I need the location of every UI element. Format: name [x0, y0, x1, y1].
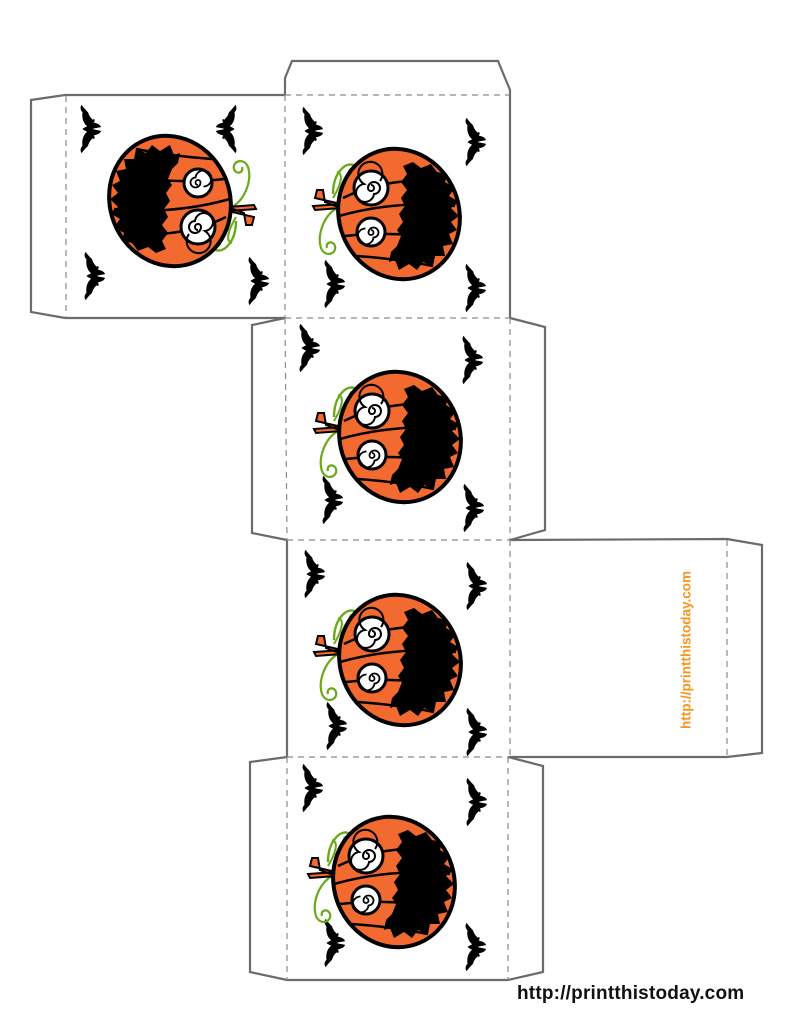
fold-lines [65, 94, 728, 980]
face-front [299, 323, 485, 533]
bat-icon [248, 256, 270, 306]
bat-icon [466, 561, 488, 611]
face-back [302, 763, 488, 972]
bat-icon [302, 106, 324, 156]
footer-url-link[interactable]: http://printthistoday.com [517, 983, 745, 1004]
bat-icon [302, 763, 324, 813]
bat-icon [463, 483, 485, 533]
bat-icon [466, 777, 488, 827]
side-panel-url: http://printthistoday.com [678, 571, 694, 729]
pumpkin-icon [311, 132, 482, 292]
cut-lines [29, 59, 764, 982]
bat-icon [322, 475, 344, 525]
bat-icon [304, 549, 326, 599]
bat-icon [84, 251, 106, 301]
bat-icon [299, 323, 321, 373]
face-bottom [304, 549, 488, 757]
bat-icon [465, 117, 487, 167]
bat-icon [324, 918, 346, 968]
bat-icon [324, 259, 346, 309]
bat-icon [462, 335, 484, 385]
bat-icon [326, 701, 348, 751]
bat-icon [465, 263, 487, 313]
bat-icon [80, 104, 102, 154]
face-top [302, 106, 487, 313]
bat-icon [215, 104, 237, 154]
bat-icon [465, 922, 487, 972]
bat-icon [466, 707, 488, 757]
face-left [80, 104, 270, 306]
